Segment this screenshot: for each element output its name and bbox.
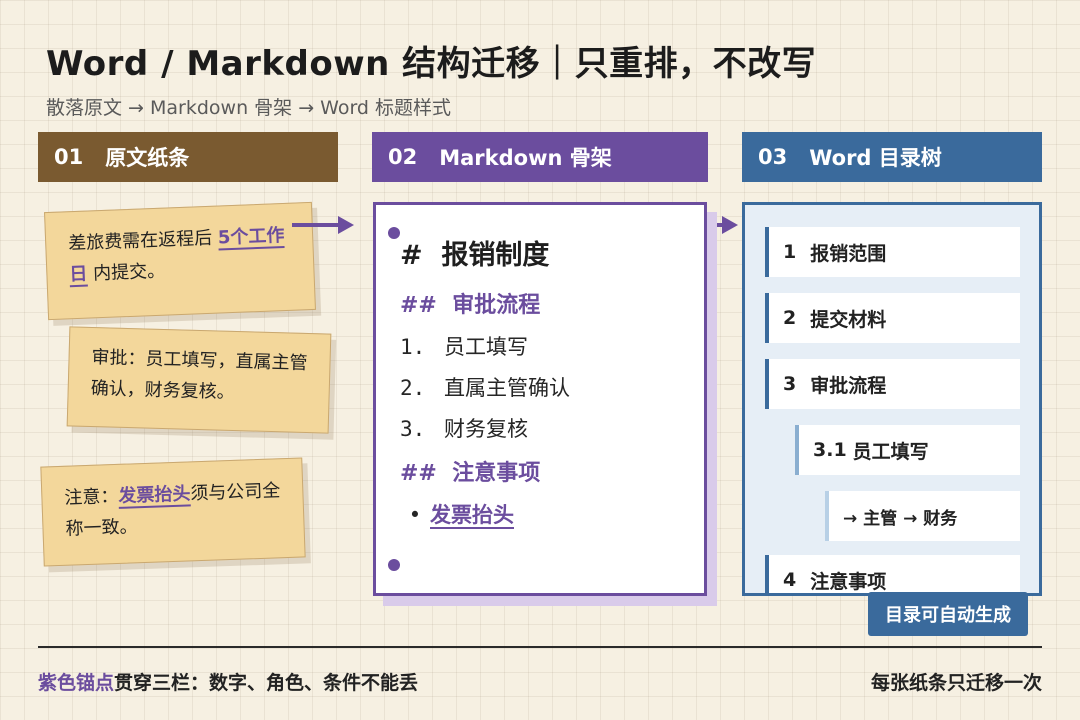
md-h2-text: 审批流程 [452, 293, 541, 318]
toc-item[interactable]: 1 报销范围 [765, 227, 1020, 277]
md-anchor-link[interactable]: 发票抬头 [430, 503, 514, 529]
md-list-marker: 2. [400, 376, 426, 400]
note-text: 审批：员工填写，直属主管确认，财务复核。 [90, 346, 308, 403]
toc-item[interactable]: 2 提交材料 [765, 293, 1020, 343]
toc-text: 审批流程 [810, 374, 887, 397]
md-list-text: 员工填写 [444, 335, 528, 359]
toc-number: 2 [783, 307, 797, 329]
arrow-right-icon [292, 216, 354, 234]
bullet-dot-icon [388, 559, 400, 571]
column-header-markdown: 02 Markdown 骨架 [372, 132, 708, 182]
column-number: 01 [54, 145, 84, 169]
md-h1-marker: # [400, 240, 423, 271]
footer-right-note: 每张纸条只迁移一次 [870, 672, 1042, 694]
footer-divider [38, 646, 1042, 648]
toc-text: 报销范围 [810, 242, 887, 265]
toc-text: 提交材料 [810, 308, 887, 331]
md-heading-2: ## 审批流程 [400, 287, 540, 319]
note-text: 差旅费需在返程后 [67, 227, 219, 255]
toc-text: 注意事项 [810, 570, 887, 593]
note-text: 注意： [64, 485, 119, 509]
md-list-marker: 1. [400, 335, 426, 359]
md-h2-marker: ## [400, 293, 437, 318]
footer-accent: 紫色锚点 [38, 672, 115, 694]
column-number: 03 [758, 145, 788, 169]
paper-note-travel: 差旅费需在返程后 5个工作日 内提交。 [44, 201, 316, 321]
toc-number: 3.1 [813, 439, 847, 461]
footer-left-note: 紫色锚点贯穿三栏：数字、角色、条件不能丢 [38, 668, 418, 695]
md-list-text: 财务复核 [444, 417, 528, 441]
toc-text: → 主管 → 财务 [843, 508, 958, 529]
bullet-dot-icon [388, 227, 400, 239]
md-h1-text: 报销制度 [441, 240, 550, 271]
md-bullet-marker: • [408, 503, 422, 527]
md-list-text: 直属主管确认 [444, 376, 570, 400]
toc-item-subsub[interactable]: → 主管 → 财务 [825, 491, 1020, 541]
md-heading-1: # 报销制度 [400, 233, 549, 272]
page-title: Word / Markdown 结构迁移｜只重排，不改写 [46, 44, 817, 84]
toc-item[interactable]: 3 审批流程 [765, 359, 1020, 409]
page-subtitle: 散落原文 → Markdown 骨架 → Word 标题样式 [46, 97, 452, 119]
column-label: Word 目录树 [809, 146, 942, 170]
note-anchor-highlight: 发票抬头 [118, 483, 191, 509]
note-text: 内提交。 [87, 260, 166, 285]
md-list-item: • 发票抬头 [400, 499, 514, 529]
md-list-item: 2. 直属主管确认 [400, 372, 570, 402]
column-header-word: 03 Word 目录树 [742, 132, 1042, 182]
column-label: 原文纸条 [105, 146, 190, 170]
md-h2-marker: ## [400, 461, 437, 486]
toc-number: 3 [783, 373, 797, 395]
paper-note-approval: 审批：员工填写，直属主管确认，财务复核。 [66, 326, 332, 434]
toc-item[interactable]: 4 注意事项 [765, 555, 1020, 593]
toc-auto-generate-badge: 目录可自动生成 [868, 592, 1028, 636]
md-list-marker: 3. [400, 417, 426, 441]
paper-note-invoice: 注意：发票抬头须与公司全称一致。 [40, 457, 306, 567]
markdown-panel: # 报销制度 ## 审批流程 1.员工填写 2.直属主管确认 3.财务复核 ##… [373, 202, 707, 596]
toc-number: 1 [783, 241, 797, 263]
toc-number: 4 [783, 569, 797, 591]
md-heading-2: ## 注意事项 [400, 455, 540, 487]
md-h2-text: 注意事项 [452, 461, 541, 486]
column-number: 02 [388, 145, 418, 169]
md-list-item: 3. 财务复核 [400, 413, 528, 443]
footer-text: 贯穿三栏：数字、角色、条件不能丢 [114, 672, 419, 694]
column-header-source: 01 原文纸条 [38, 132, 338, 182]
md-list-item: 1. 员工填写 [400, 331, 528, 361]
column-label: Markdown 骨架 [439, 146, 612, 170]
toc-text: 员工填写 [852, 440, 929, 463]
